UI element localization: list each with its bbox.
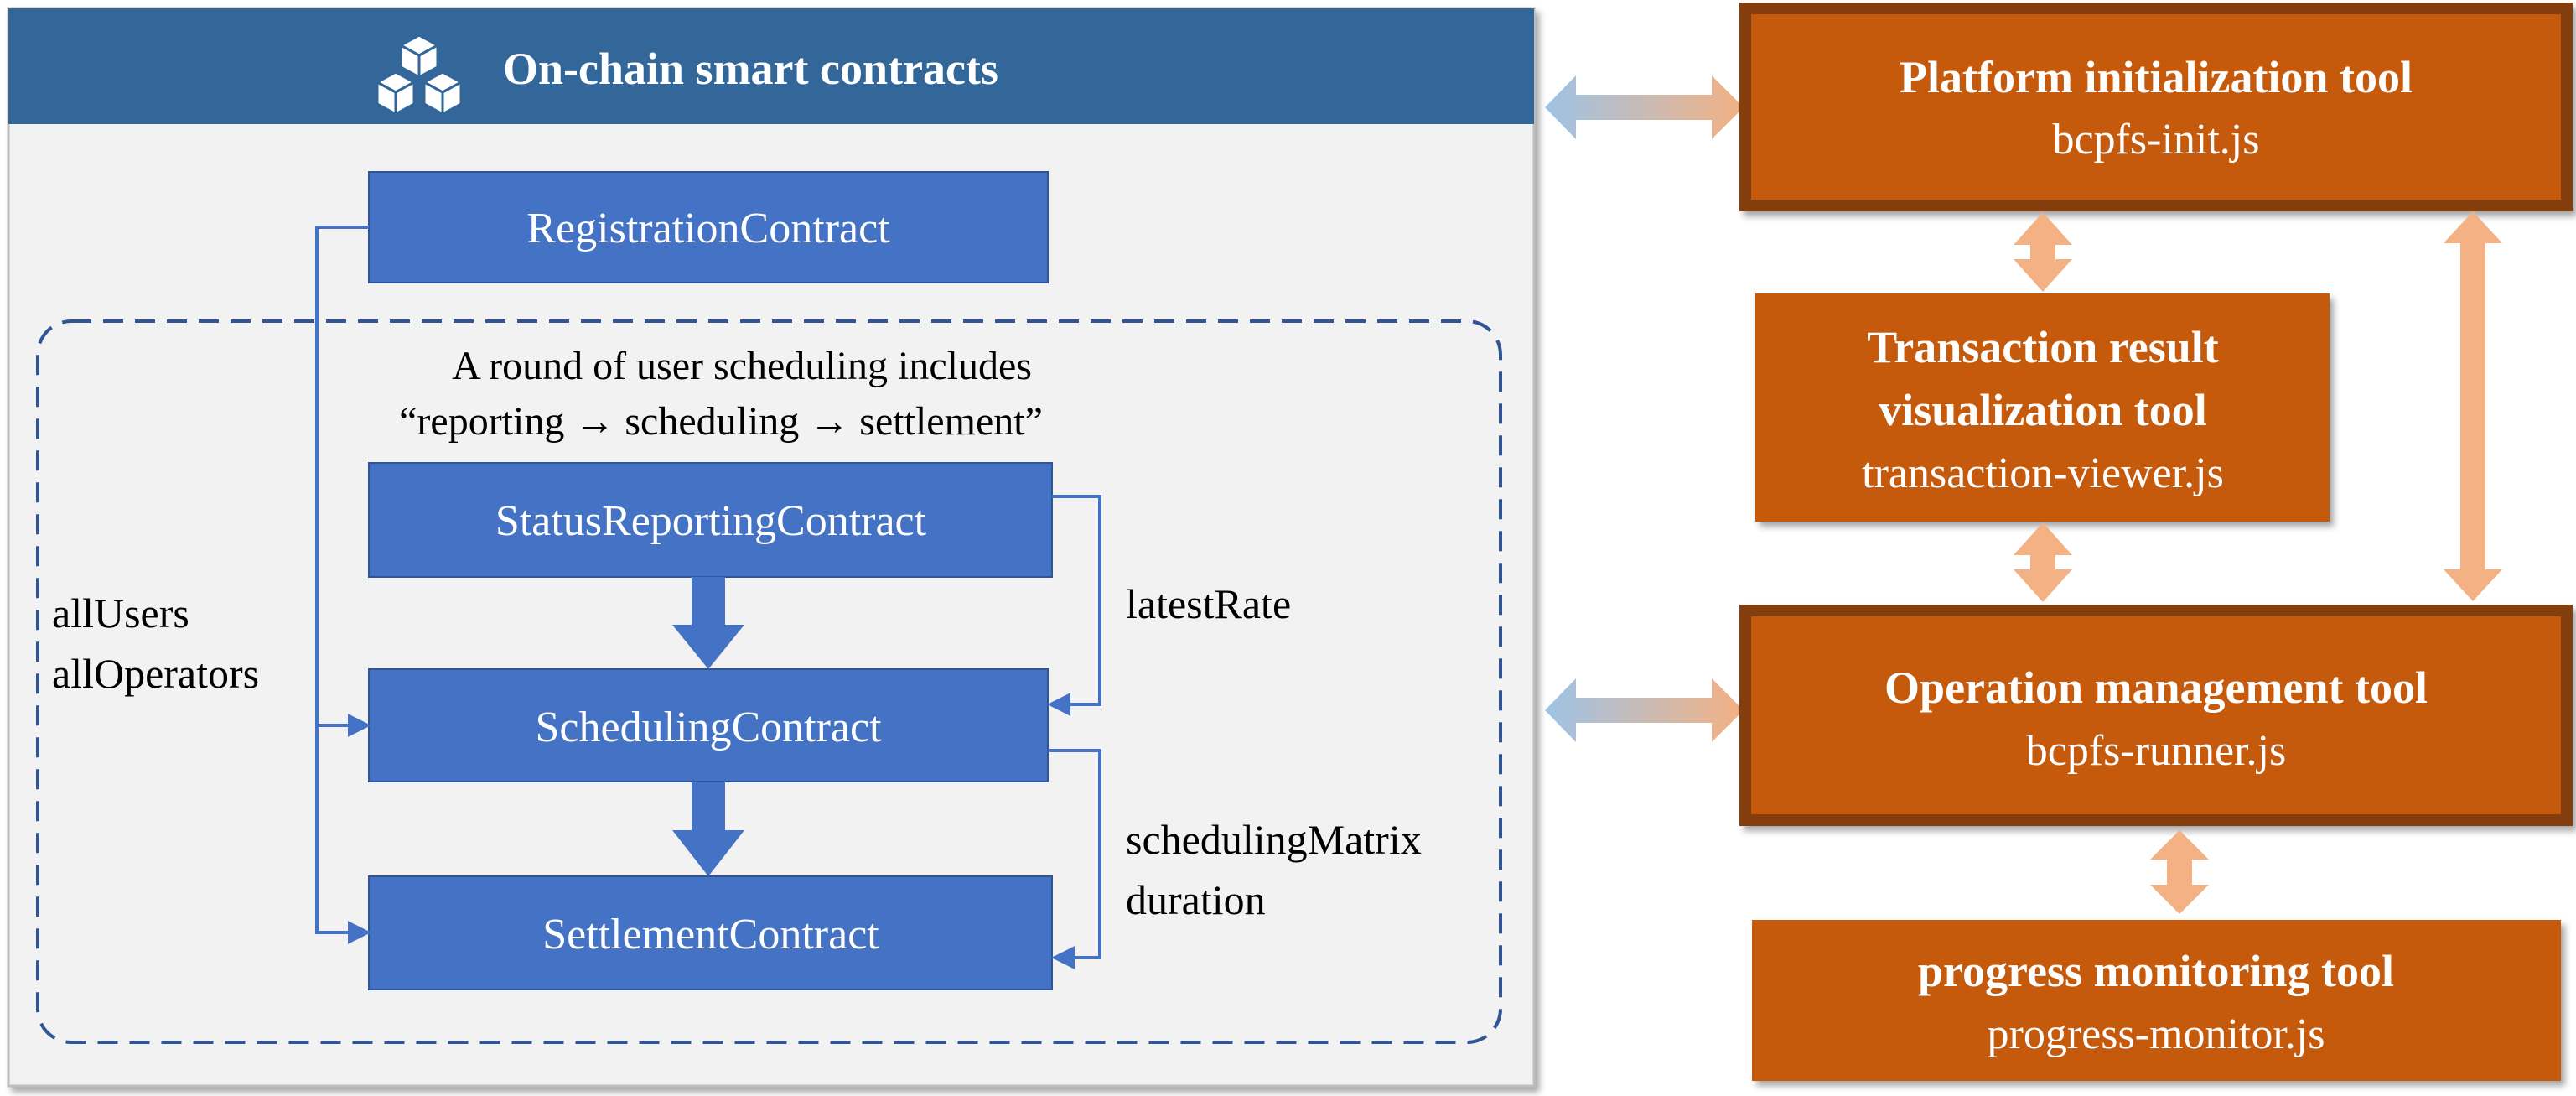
latest-rate-label: latestRate <box>1126 580 1291 627</box>
viewer-to-runner-arrow <box>2014 522 2072 602</box>
transaction-viewer-file: transaction-viewer.js <box>1862 449 2224 497</box>
scheduling-round-container <box>36 319 1502 1044</box>
init-to-viewer-arrow <box>2014 212 2072 292</box>
status-reporting-contract-box <box>368 462 1053 578</box>
blocks-icon <box>374 34 464 117</box>
settlement-contract-box <box>368 875 1053 990</box>
flow-arrow-scheduling-to-settlement <box>672 782 744 876</box>
registration-contract-box <box>368 171 1049 283</box>
all-users-label: allUsers <box>52 590 189 636</box>
registration-connector <box>315 226 371 944</box>
scheduling-matrix-connector <box>1048 749 1101 969</box>
status-reporting-contract-label: StatusReportingContract <box>495 497 927 545</box>
registration-contract-label: RegistrationContract <box>526 205 890 252</box>
platform-init-title: Platform initialization tool <box>1900 52 2413 102</box>
all-operators-label: allOperators <box>52 650 259 697</box>
duration-label: duration <box>1126 876 1266 923</box>
panel-header <box>8 8 1534 124</box>
operation-management-tool: Operation management tool bcpfs-runner.j… <box>1739 605 2573 826</box>
operation-management-title: Operation management tool <box>1884 662 2428 713</box>
round-note-line1: A round of user scheduling includes <box>452 344 1032 388</box>
transaction-viewer-tool: Transaction result visualization tool tr… <box>1755 293 2330 522</box>
latest-rate-connector <box>1047 495 1101 716</box>
panel-to-runner-arrow <box>1545 678 1744 742</box>
flow-arrow-reporting-to-scheduling <box>672 577 744 669</box>
transaction-viewer-title-line1: Transaction result <box>1867 322 2219 372</box>
panel-title: On-chain smart contracts <box>503 44 998 94</box>
scheduling-matrix-label: schedulingMatrix <box>1126 816 1422 863</box>
platform-init-file: bcpfs-init.js <box>2053 116 2260 164</box>
scheduling-contract-label: SchedulingContract <box>535 704 882 751</box>
progress-monitoring-title: progress monitoring tool <box>1918 946 2394 996</box>
init-to-runner-arrow <box>2444 211 2502 601</box>
progress-monitoring-tool: progress monitoring tool progress-monito… <box>1752 920 2561 1081</box>
operation-management-file: bcpfs-runner.js <box>2026 727 2286 775</box>
smart-contracts-panel: On-chain smart contracts RegistrationCon… <box>7 7 1536 1088</box>
panel-to-init-arrow <box>1545 75 1744 139</box>
round-note-line2: “reporting → scheduling → settlement” <box>399 399 1043 444</box>
platform-init-tool: Platform initialization tool bcpfs-init.… <box>1739 3 2573 211</box>
transaction-viewer-title-line2: visualization tool <box>1879 385 2207 435</box>
settlement-contract-label: SettlementContract <box>542 911 879 958</box>
progress-monitoring-file: progress-monitor.js <box>1988 1010 2325 1058</box>
runner-to-monitor-arrow <box>2150 830 2209 914</box>
